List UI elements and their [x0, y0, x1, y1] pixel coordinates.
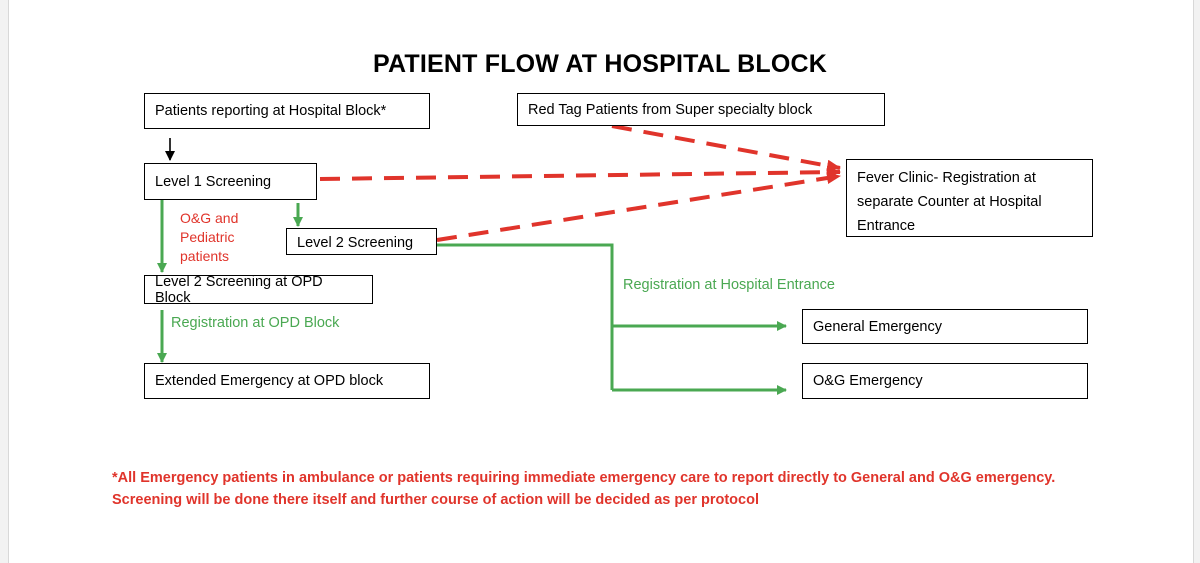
- box-red-tag-patients-text: Red Tag Patients from Super specialty bl…: [528, 101, 813, 118]
- box-level1-screening: Level 1 Screening: [144, 163, 317, 200]
- box-extended-emergency-text: Extended Emergency at OPD block: [155, 373, 384, 389]
- box-level2-screening-text: Level 2 Screening: [297, 235, 414, 251]
- box-level1-screening-text: Level 1 Screening: [155, 173, 272, 190]
- box-level2-screening-opd-text: Level 2 Screening at OPD Block: [155, 273, 323, 306]
- box-level2-screening-opd: Level 2 Screening at OPD Block: [144, 273, 373, 306]
- dashed-arrow-red-tag-to-fever-clinic: [611, 124, 841, 172]
- box-og-emergency: O&G Emergency: [802, 363, 1088, 399]
- connector-level2-to-emergencies: [437, 243, 614, 390]
- box-patients-reporting: Patients reporting at Hospital Block*: [144, 93, 430, 129]
- box-general-emergency: General Emergency: [802, 309, 1088, 344]
- dashed-arrow-level2-to-fever-clinic: [436, 172, 841, 242]
- box-extended-emergency: Extended Emergency at OPD block: [144, 363, 430, 399]
- box-fever-clinic-text: Fever Clinic- Registration at separate C…: [857, 170, 1042, 234]
- label-registration-entrance: Registration at Hospital Entrance: [623, 277, 835, 293]
- diagram-title: PATIENT FLOW AT HOSPITAL BLOCK: [372, 50, 828, 78]
- box-red-tag-patients: Red Tag Patients from Super specialty bl…: [517, 93, 885, 126]
- dashed-arrow-level1-to-fever-clinic: [319, 166, 841, 181]
- box-og-emergency-text: O&G Emergency: [813, 373, 923, 389]
- box-patients-reporting-text: Patients reporting at Hospital Block*: [155, 103, 387, 119]
- box-fever-clinic: Fever Clinic- Registration at separate C…: [846, 159, 1093, 237]
- footnote-emergency: *All Emergency patients in ambulance or …: [112, 470, 1056, 508]
- label-og-pediatric: O&G and Pediatric patients: [180, 210, 239, 264]
- label-registration-opd: Registration at OPD Block: [171, 315, 340, 331]
- box-general-emergency-text: General Emergency: [813, 318, 942, 335]
- box-level2-screening: Level 2 Screening: [286, 228, 437, 255]
